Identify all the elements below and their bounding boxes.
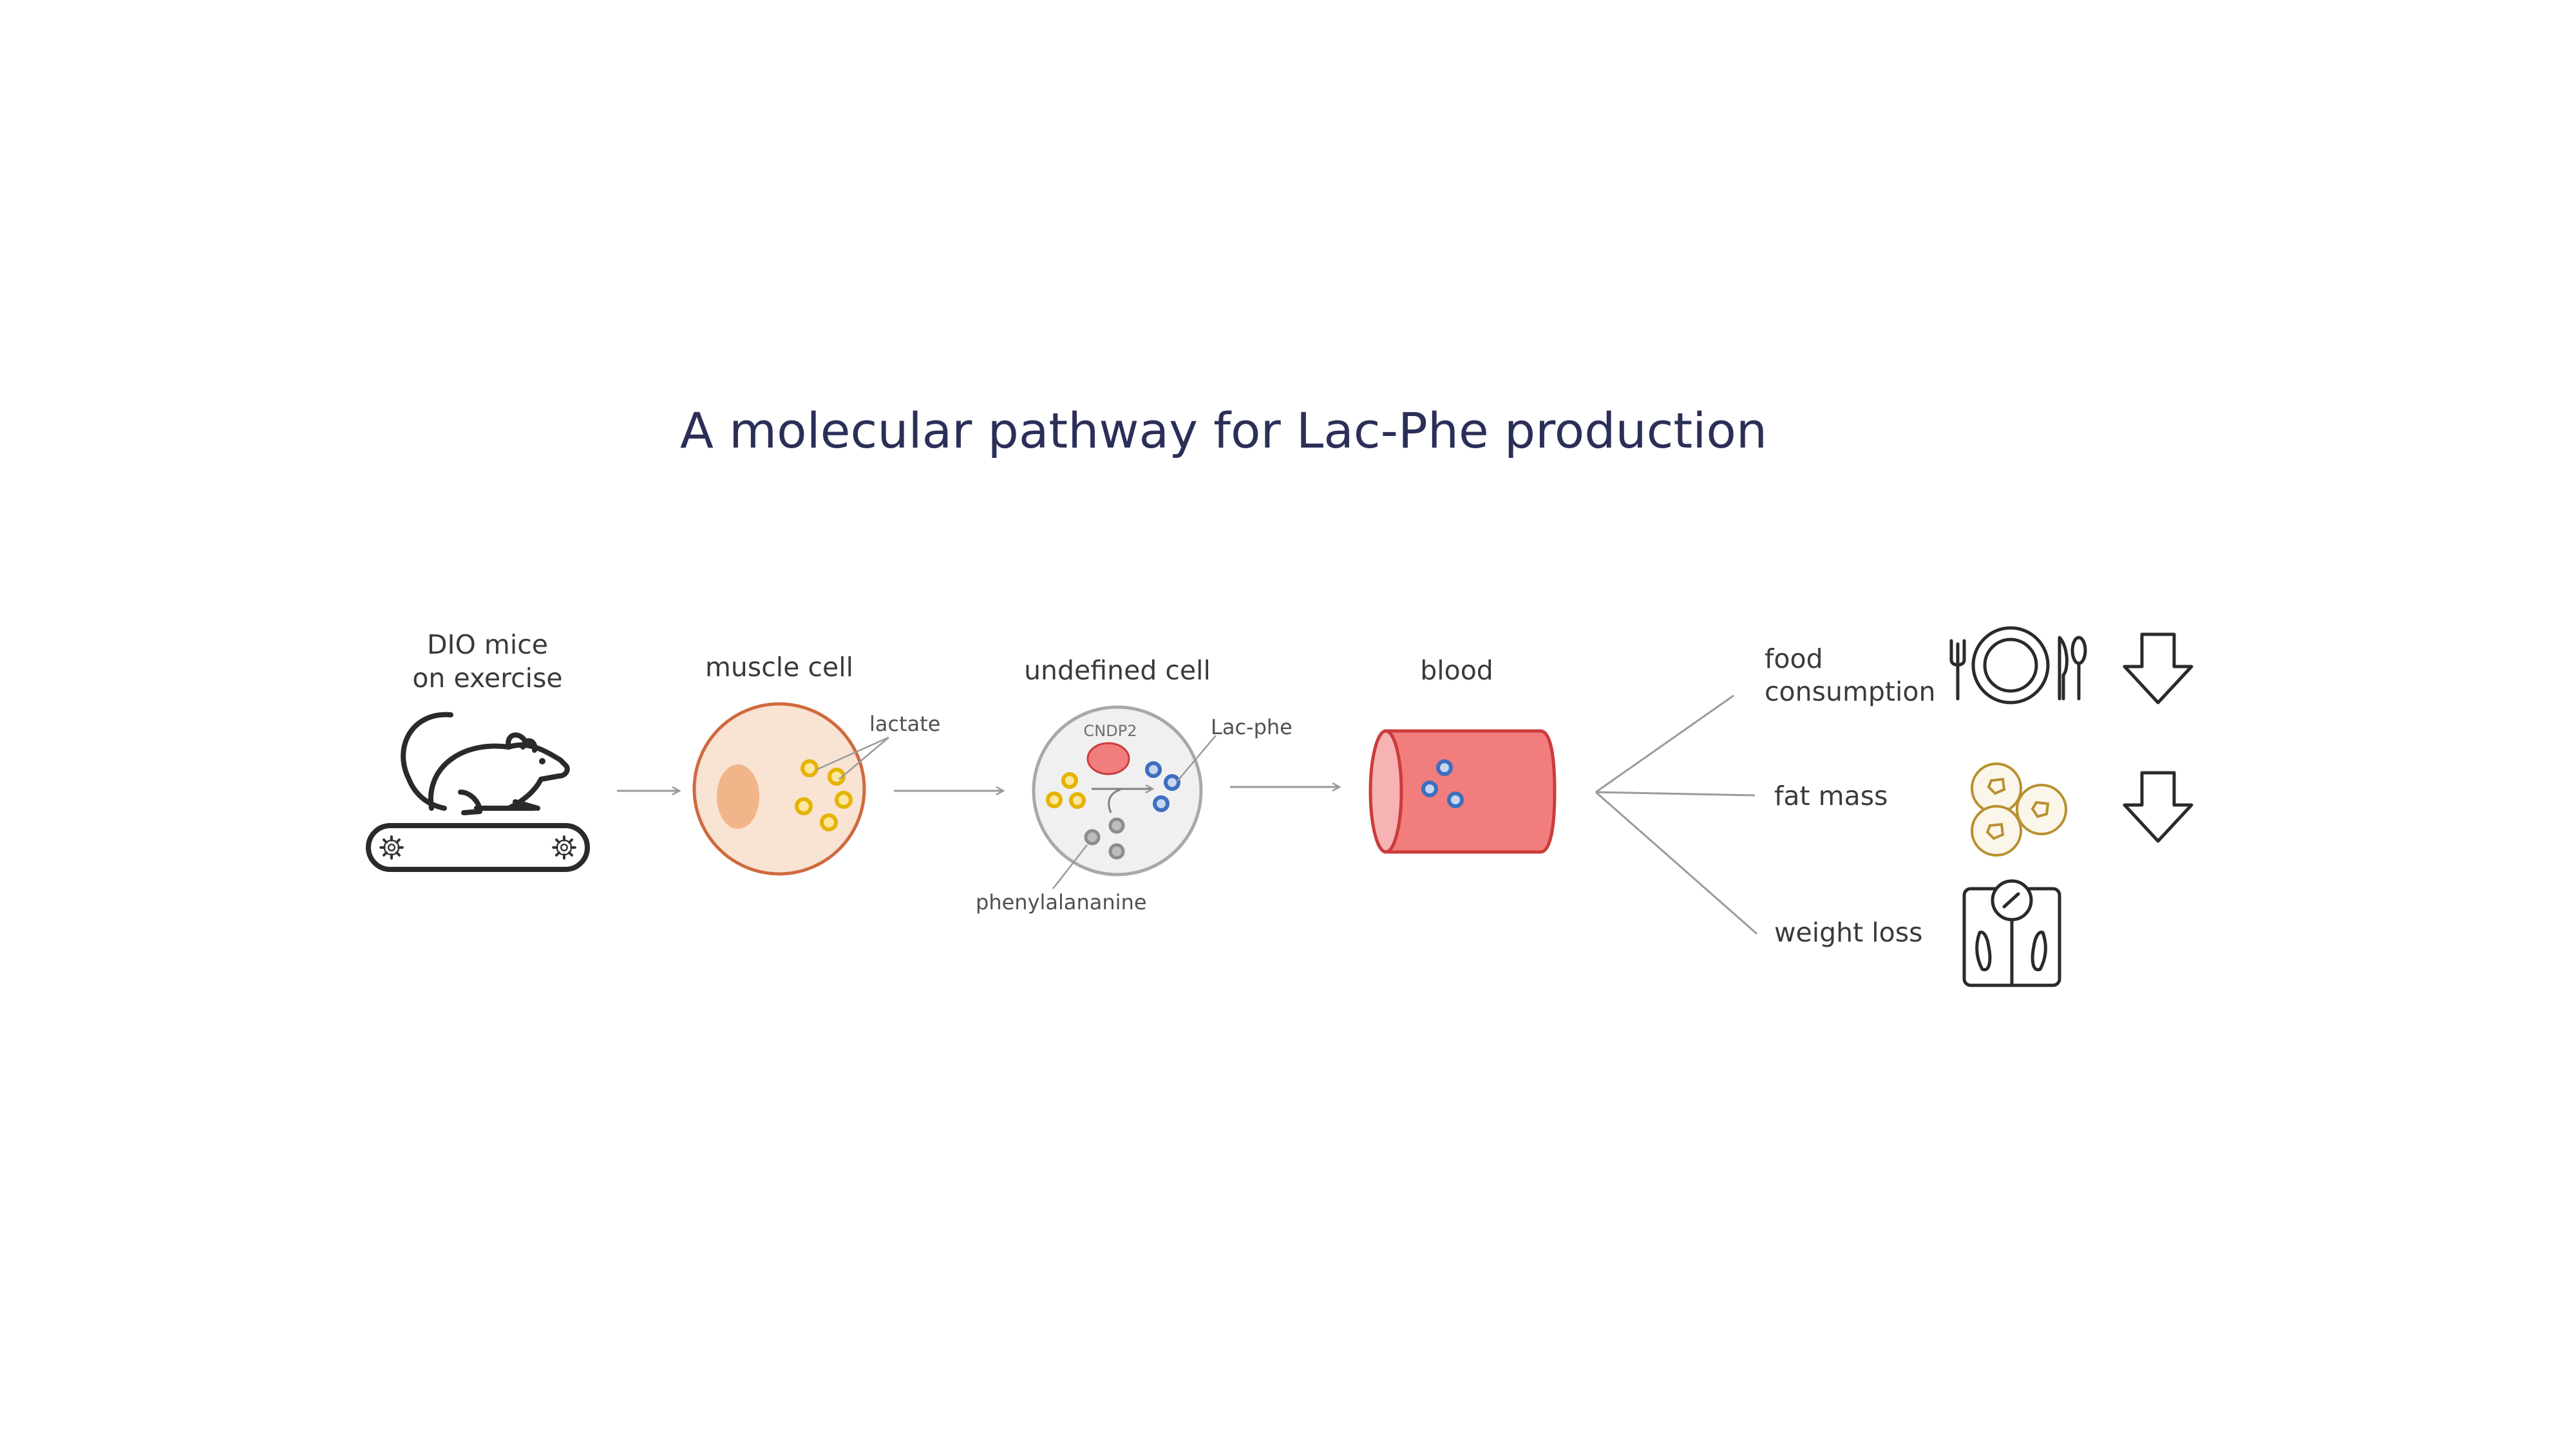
plate-cutlery-icon <box>1949 626 2087 705</box>
lacphe-label: Lac-phe <box>1211 715 1293 739</box>
cndp2-label: CNDP2 <box>1084 722 1137 740</box>
fat-down-arrow <box>2123 771 2193 843</box>
cndp2-enzyme <box>1086 742 1130 775</box>
outcome-branches <box>1595 694 1757 935</box>
muscle-nucleus <box>717 764 759 829</box>
food-label-line2: consumption <box>1765 676 1935 707</box>
food-label-line1: food <box>1765 643 1823 674</box>
conversion-branch <box>1108 788 1121 813</box>
mice-label-line2: on exercise <box>412 663 562 694</box>
food-down-arrow <box>2123 632 2193 705</box>
diagram-title: A molecular pathway for Lac-Phe producti… <box>680 402 1767 459</box>
lactate-pointers <box>816 736 889 780</box>
muscle-cell-label: muscle cell <box>705 652 853 683</box>
lactate-label: lactate <box>869 712 940 736</box>
treadmill-icon <box>366 823 590 872</box>
mice-label-line1: DIO mice <box>427 629 548 660</box>
lacphe-molecules-undefined <box>1145 761 1180 812</box>
phenylalanine-pointer <box>1052 844 1088 889</box>
lactate-molecules <box>795 759 853 831</box>
lacphe-molecules-blood <box>1421 759 1464 808</box>
lacphe-pointer <box>1177 735 1217 782</box>
weight-loss-label: weight loss <box>1774 917 1922 948</box>
mouse-icon <box>401 712 570 815</box>
mouse-eye <box>539 758 545 764</box>
undefined-cell-label: undefined cell <box>1024 655 1211 686</box>
phenylalanine-molecules <box>1084 817 1125 860</box>
phenylalanine-label: phenylalananine <box>976 890 1147 914</box>
lactate-molecules-undefined <box>1046 772 1086 809</box>
blood-label: blood <box>1420 655 1493 686</box>
muscle-cell <box>692 702 866 876</box>
fat-cells-icon <box>1971 762 2067 857</box>
blood-vessel <box>1368 729 1557 854</box>
scale-icon <box>1962 879 2061 987</box>
fat-mass-label: fat mass <box>1774 781 1888 811</box>
